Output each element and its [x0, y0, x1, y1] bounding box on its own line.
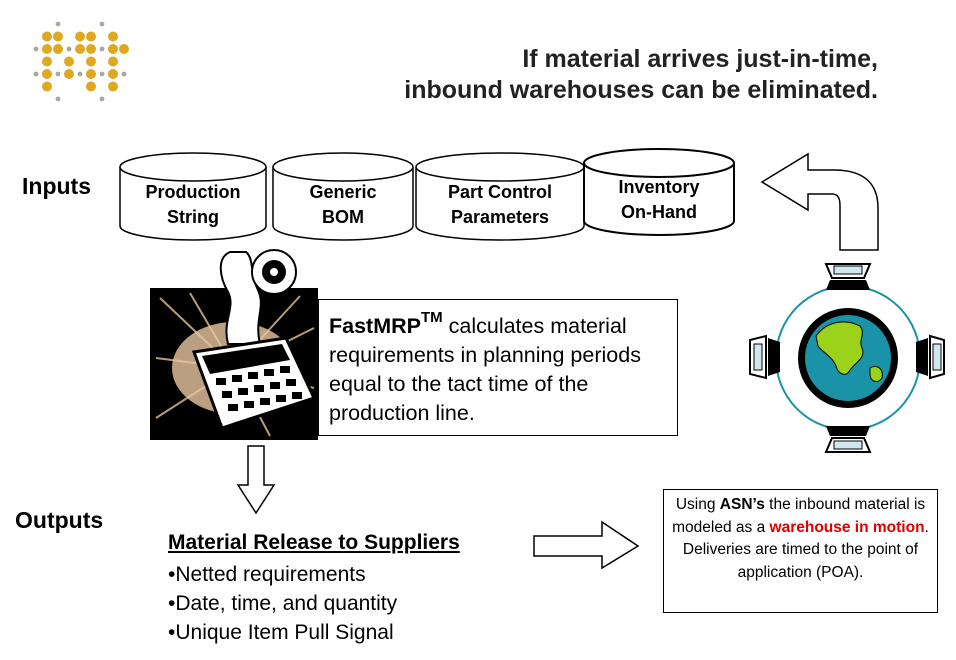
logo-dot	[108, 69, 118, 79]
list-item: •Netted requirements	[168, 563, 366, 586]
logo-dot	[108, 31, 118, 42]
logo-dot	[108, 56, 118, 67]
calculator-icon	[150, 249, 318, 440]
down-arrow-icon	[236, 445, 276, 515]
logo-dot	[33, 46, 39, 52]
logo-dot	[53, 31, 63, 42]
logo-dot	[42, 31, 52, 42]
asn-description: Using ASN’s the inbound material is mode…	[663, 489, 938, 613]
logo-dot	[55, 96, 61, 102]
logo-dot	[75, 31, 85, 42]
logo-dot	[33, 71, 39, 77]
satellite-right	[916, 334, 945, 380]
logo-dot	[99, 21, 105, 27]
asn-term: ASN’s	[719, 496, 765, 513]
logo-dot	[64, 56, 74, 67]
warehouse-in-motion-term: warehouse in motion	[769, 518, 925, 536]
logo-dot	[42, 69, 52, 79]
outputs-label: Outputs	[15, 507, 104, 533]
calculation-text: calculates material requirements in plan…	[329, 314, 641, 426]
logo-dot	[86, 56, 96, 67]
inputs-label: Inputs	[22, 173, 91, 199]
logo-dot	[99, 46, 105, 52]
logo-dot	[42, 56, 52, 67]
logo-dot	[108, 44, 118, 54]
logo-dot	[75, 44, 85, 54]
right-arrow-icon	[533, 520, 640, 570]
logo-dot	[86, 69, 96, 79]
headline: If material arrives just-in-time, inboun…	[404, 44, 878, 106]
logo-dot	[77, 71, 83, 77]
list-item: •Date, time, and quantity	[168, 592, 398, 615]
logo-dot	[99, 71, 105, 77]
logo-dot	[53, 44, 63, 54]
globe-satellites-icon	[749, 263, 945, 453]
logo-dot	[66, 46, 72, 52]
headline-line2: inbound warehouses can be eliminated.	[404, 76, 878, 104]
logo-dot	[55, 71, 61, 77]
outputs-list: •Netted requirements •Date, time, and qu…	[168, 560, 397, 647]
logo-dot	[64, 69, 74, 79]
calculation-description: FastMRPTM calculates material requiremen…	[318, 299, 678, 436]
logo-dot	[86, 44, 96, 54]
logo-dot	[99, 96, 105, 102]
curved-arrow-icon	[760, 152, 879, 251]
logo-dot	[86, 31, 96, 42]
logo-dot	[42, 81, 52, 92]
company-logo-icon	[33, 21, 129, 102]
list-item: •Unique Item Pull Signal	[168, 621, 394, 644]
logo-dot	[119, 44, 129, 54]
outputs-title: Material Release to Suppliers	[168, 531, 460, 554]
brand-name: FastMRP	[329, 314, 421, 339]
logo-dot	[121, 71, 127, 77]
satellite-left	[749, 334, 780, 380]
headline-line1: If material arrives just-in-time,	[522, 45, 878, 73]
logo-dot	[108, 81, 118, 92]
logo-dot	[55, 21, 61, 27]
satellite-bottom	[824, 426, 872, 453]
trademark: TM	[420, 309, 443, 326]
logo-dot	[42, 44, 52, 54]
logo-dot	[86, 81, 96, 92]
satellite-top	[824, 263, 872, 290]
